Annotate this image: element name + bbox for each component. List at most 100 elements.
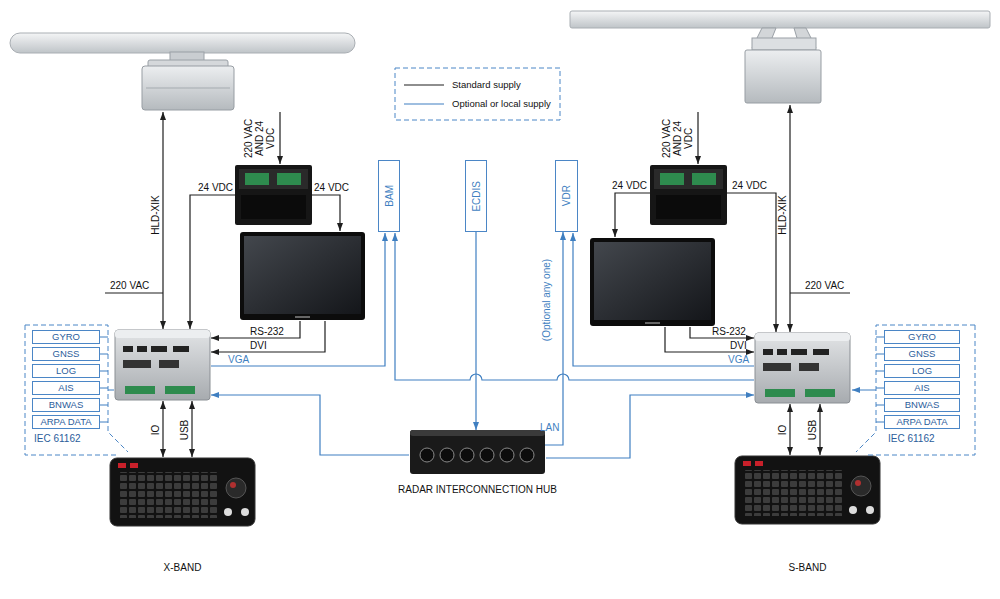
box-label: BNWAS — [49, 400, 83, 410]
box-label: ECDIS — [471, 181, 482, 212]
key-grid — [118, 472, 217, 518]
io-wire — [789, 404, 790, 455]
trackball-highlight — [230, 482, 236, 488]
antenna-gearbox — [142, 66, 234, 110]
monitor-screen — [244, 236, 361, 314]
box-label: GNSS — [909, 349, 936, 359]
io-wire — [162, 401, 163, 457]
control-keyboard — [735, 456, 880, 524]
box-label: GYRO — [52, 332, 80, 342]
port — [137, 346, 147, 352]
hub-connector — [440, 448, 454, 462]
monitor — [590, 238, 715, 326]
psu-body — [650, 165, 727, 225]
red-key — [130, 463, 138, 468]
psu-top — [239, 169, 308, 189]
connector-label: LAN — [540, 423, 559, 433]
sensor-box: BNWAS — [32, 398, 100, 412]
signal-label: 220 VAC AND 24 VDC — [243, 113, 276, 163]
box-label: BAM — [384, 185, 395, 207]
hub-connector — [420, 448, 434, 462]
keyboard-body — [735, 456, 880, 524]
hub-connector — [460, 448, 474, 462]
signal-label: DVI — [250, 340, 267, 351]
computer-case — [755, 333, 850, 403]
box-label: AIS — [914, 383, 929, 393]
antenna-cable — [162, 112, 163, 329]
signal-label: RS-232 — [712, 326, 746, 337]
radar-computer — [115, 330, 210, 400]
hub-wire — [211, 395, 409, 455]
monitor-screen — [594, 242, 711, 320]
sensor-feed — [108, 390, 114, 391]
optional-wiring — [211, 233, 754, 458]
port — [791, 349, 807, 355]
hub-connector — [480, 448, 494, 462]
sensor-box: GNSS — [884, 347, 960, 361]
box-label: BNWAS — [905, 400, 939, 410]
port — [123, 360, 151, 368]
red-key — [118, 463, 126, 468]
sensor-box: LOG — [32, 364, 100, 378]
box-label: GNSS — [53, 349, 80, 359]
monitor-bezel — [590, 238, 715, 326]
mains-wire — [790, 292, 850, 293]
port — [151, 346, 167, 352]
control-keyboard — [110, 458, 255, 526]
device-label: X-BAND — [164, 562, 202, 573]
power-supply — [650, 165, 727, 225]
terminal-block — [692, 173, 716, 185]
legend-sample — [404, 103, 444, 104]
terminal-block — [765, 389, 795, 397]
serial-wire — [211, 321, 300, 338]
box-label: AIS — [58, 383, 73, 393]
box-label: LOG — [56, 366, 76, 376]
device-label: RADAR INTERCONNECTION HUB — [398, 484, 557, 495]
sensor-box: GYRO — [884, 330, 960, 344]
signal-label: 220 VAC AND 24 VDC — [661, 113, 694, 163]
port — [763, 363, 791, 371]
port — [763, 349, 773, 355]
gearbox-seam — [146, 88, 230, 89]
port — [813, 349, 829, 355]
sensor-bracket — [25, 325, 128, 455]
dc-wire — [190, 195, 235, 329]
terminal-block — [660, 173, 684, 185]
control-knob — [224, 508, 232, 516]
psu-top — [654, 169, 723, 189]
psu-front — [656, 195, 721, 219]
sensor-feed — [852, 390, 876, 391]
signal-label: IEC 61162 — [34, 433, 81, 444]
mains-wire — [105, 292, 163, 293]
vdr-box: VDR — [555, 160, 578, 232]
control-knob — [866, 506, 874, 514]
power-supply — [235, 165, 312, 225]
port — [173, 346, 189, 352]
psu-input-wire — [279, 112, 280, 164]
port — [123, 346, 133, 352]
dc-wire — [615, 193, 650, 237]
sensor-box: ARPA DATA — [884, 415, 960, 429]
device-label: S-BAND — [789, 562, 827, 573]
psu-body — [235, 165, 312, 225]
keyboard-node: X-BAND — [110, 458, 255, 526]
signal-label: IEC 61162 — [888, 433, 935, 444]
antenna-array — [10, 33, 355, 53]
monitor-bezel — [240, 232, 365, 320]
bam-box: BAM — [378, 160, 400, 232]
terminal-block — [277, 173, 301, 185]
usb-wire — [819, 404, 820, 455]
keyboard-body — [110, 458, 255, 526]
antenna-cable — [789, 105, 790, 332]
legend-text: Optional or local supply — [452, 99, 551, 109]
box-label: VDR — [561, 185, 572, 206]
signal-label: VGA — [228, 354, 249, 365]
dc-wire — [727, 193, 776, 332]
legend-text: Standard supply — [452, 80, 521, 90]
hub-wire — [546, 395, 754, 458]
signal-label: HLD-XIK — [150, 195, 161, 234]
signal-label: IO — [777, 425, 788, 436]
signal-label: DVI — [730, 340, 747, 351]
